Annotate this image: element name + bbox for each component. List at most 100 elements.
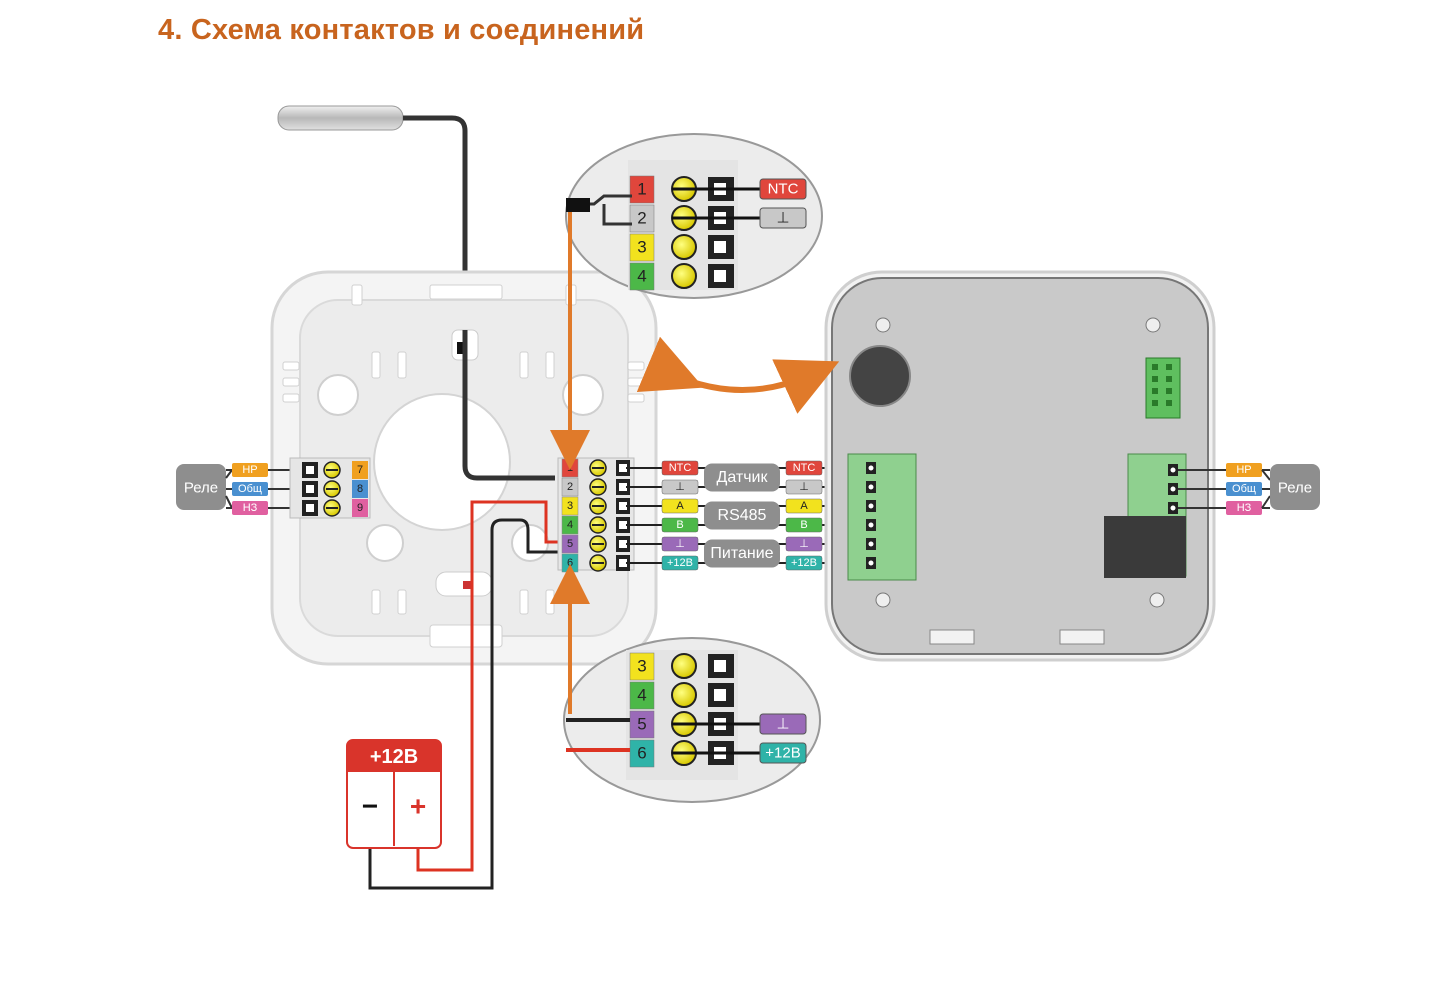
plus-terminal: + xyxy=(410,791,426,822)
terminal-number: 3 xyxy=(637,657,646,676)
signal-tag xyxy=(785,460,823,476)
terminal-number: 6 xyxy=(637,744,646,763)
relay-tag-label: Общ xyxy=(238,483,262,495)
screw-icon xyxy=(671,263,697,289)
terminal-number: 1 xyxy=(567,462,573,474)
signal-tag-label: +12В xyxy=(765,745,800,762)
terminal-number: 5 xyxy=(567,538,573,550)
terminal-number-cell xyxy=(352,499,368,517)
group-label-box xyxy=(704,463,780,492)
terminal-number: 3 xyxy=(567,500,573,512)
signal-tag xyxy=(661,517,699,533)
relay-tag-label: НР xyxy=(1236,464,1251,476)
signal-tag-label: ⊥ xyxy=(675,481,685,493)
buzzer-icon xyxy=(849,345,911,407)
signal-tag-label: A xyxy=(800,500,808,512)
signal-tag-label: +12В xyxy=(667,557,693,569)
terminal-number-cell xyxy=(561,515,579,535)
terminal-number: 5 xyxy=(637,715,646,734)
relay-tag xyxy=(1226,463,1262,477)
terminal-number: 1 xyxy=(637,180,646,199)
terminal-number: 6 xyxy=(567,557,573,569)
relay-tag-label: Общ xyxy=(1232,483,1256,495)
terminal-number-cell xyxy=(561,534,579,554)
terminal-number: 2 xyxy=(567,481,573,493)
terminal-number: 4 xyxy=(637,267,646,286)
signal-tag-label: NTC xyxy=(793,462,816,474)
signal-tag xyxy=(661,536,699,552)
signal-tag xyxy=(661,479,699,495)
swap-arrow-icon xyxy=(636,336,840,414)
relay-tag-label: НЗ xyxy=(243,502,258,514)
screw-icon xyxy=(671,682,697,708)
power-supply: +12В − + xyxy=(346,664,494,890)
signal-tag-label: NTC xyxy=(669,462,692,474)
signal-tag-label: ⊥ xyxy=(799,481,809,493)
signal-tag xyxy=(785,517,823,533)
signal-tag-label: ⊥ xyxy=(799,538,809,550)
terminal-number: 2 xyxy=(637,209,646,228)
group-label: RS485 xyxy=(718,507,767,524)
terminal-number-cell xyxy=(629,739,655,768)
signal-tag xyxy=(759,713,807,735)
terminal-number-cell xyxy=(561,477,579,497)
terminal-number-cell xyxy=(352,461,368,479)
terminal-number: 3 xyxy=(637,238,646,257)
terminal-number: 9 xyxy=(357,502,363,514)
terminal-number-cell xyxy=(629,262,655,291)
screw-icon xyxy=(671,234,697,260)
temperature-probe xyxy=(277,105,468,272)
group-label: Датчик xyxy=(717,469,769,486)
signal-tag xyxy=(661,460,699,476)
signal-tag-label: ⊥ xyxy=(675,538,685,550)
terminal-number-cell xyxy=(352,480,368,498)
base-internal-wiring xyxy=(462,330,566,664)
relay-tag xyxy=(232,482,268,496)
group-label-box xyxy=(704,501,780,530)
relay-tag-label: НР xyxy=(242,464,257,476)
signal-tag xyxy=(661,555,699,571)
terminal-number-cell xyxy=(629,652,655,681)
signal-tag-label: ⊥ xyxy=(776,716,789,733)
group-label-box xyxy=(704,539,780,568)
signal-tag xyxy=(759,207,807,229)
signal-tag-label: B xyxy=(676,519,683,531)
signal-tag xyxy=(785,498,823,514)
terminal-number: 7 xyxy=(357,464,363,476)
signal-tag xyxy=(661,498,699,514)
signal-tag xyxy=(785,555,823,571)
terminal-number-cell xyxy=(629,204,655,233)
signal-tag-label: ⊥ xyxy=(776,210,789,227)
terminal-number-cell xyxy=(629,681,655,710)
screw-icon xyxy=(671,653,697,679)
relay-tag xyxy=(232,501,268,515)
terminal-number-cell xyxy=(629,175,655,204)
signal-tag xyxy=(785,479,823,495)
group-label: Питание xyxy=(710,545,773,562)
page-title: 4. Схема контактов и соединений xyxy=(158,14,645,46)
terminal-number: 8 xyxy=(357,483,363,495)
controller-board xyxy=(824,270,1216,662)
signal-tag xyxy=(785,536,823,552)
relay-tag xyxy=(232,463,268,477)
signal-tag-label: A xyxy=(676,500,684,512)
pin-header-icon xyxy=(1145,357,1181,419)
zoom-callout-top: 1 2 3 4 NTC ⊥ xyxy=(550,133,823,470)
minus-terminal: − xyxy=(362,791,378,822)
relay-tag xyxy=(1226,501,1262,515)
zoom-callout-bottom: 3 4 5 6 ⊥ +12В xyxy=(550,564,821,803)
signal-tag-label: NTC xyxy=(768,181,799,198)
power-supply-label: +12В xyxy=(370,746,418,768)
relay-tag-label: НЗ xyxy=(1237,502,1252,514)
signal-tag xyxy=(759,178,807,200)
terminal-number-cell xyxy=(629,710,655,739)
terminal-number-cell xyxy=(629,233,655,262)
left-relay-label: Реле xyxy=(184,480,218,497)
signal-tag xyxy=(759,742,807,764)
terminal-number: 4 xyxy=(637,686,646,705)
relay-tag xyxy=(1226,482,1262,496)
